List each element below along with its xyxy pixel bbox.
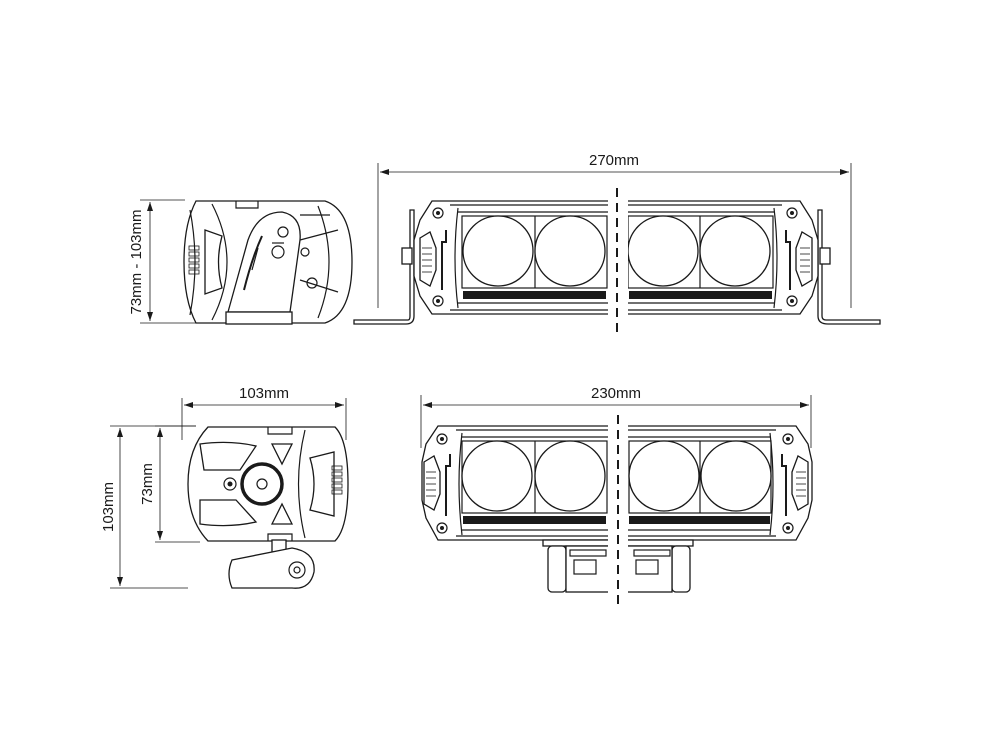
lamp-3 <box>627 215 699 287</box>
dimension-label-height-73: 73mm <box>139 463 156 505</box>
lamp-3 <box>628 440 700 512</box>
lamp-4 <box>700 440 772 512</box>
lamp-4 <box>699 215 771 287</box>
side-view-top: 73mm - 103mm <box>128 199 353 325</box>
lamp-1 <box>461 440 533 512</box>
lamp-2 <box>534 440 606 512</box>
drl-strip-right <box>629 291 772 299</box>
dimension-label-230: 230mm <box>591 385 641 402</box>
dimension-label-270: 270mm <box>589 152 639 169</box>
front-view-top: 270mm <box>353 152 881 334</box>
drl-strip-left <box>463 516 606 524</box>
lamp-1 <box>462 215 534 287</box>
dimension-label-height-103: 103mm <box>100 482 117 532</box>
drl-strip-right <box>629 516 770 524</box>
dimension-label-width-103: 103mm <box>239 385 289 402</box>
lamp-2 <box>534 215 606 287</box>
side-view-bottom: 103mm 103mm 73mm <box>100 385 349 589</box>
front-view-bottom: 230mm <box>420 385 813 608</box>
dimension-label-73-103: 73mm - 103mm <box>128 209 145 314</box>
drl-strip-left <box>463 291 606 299</box>
